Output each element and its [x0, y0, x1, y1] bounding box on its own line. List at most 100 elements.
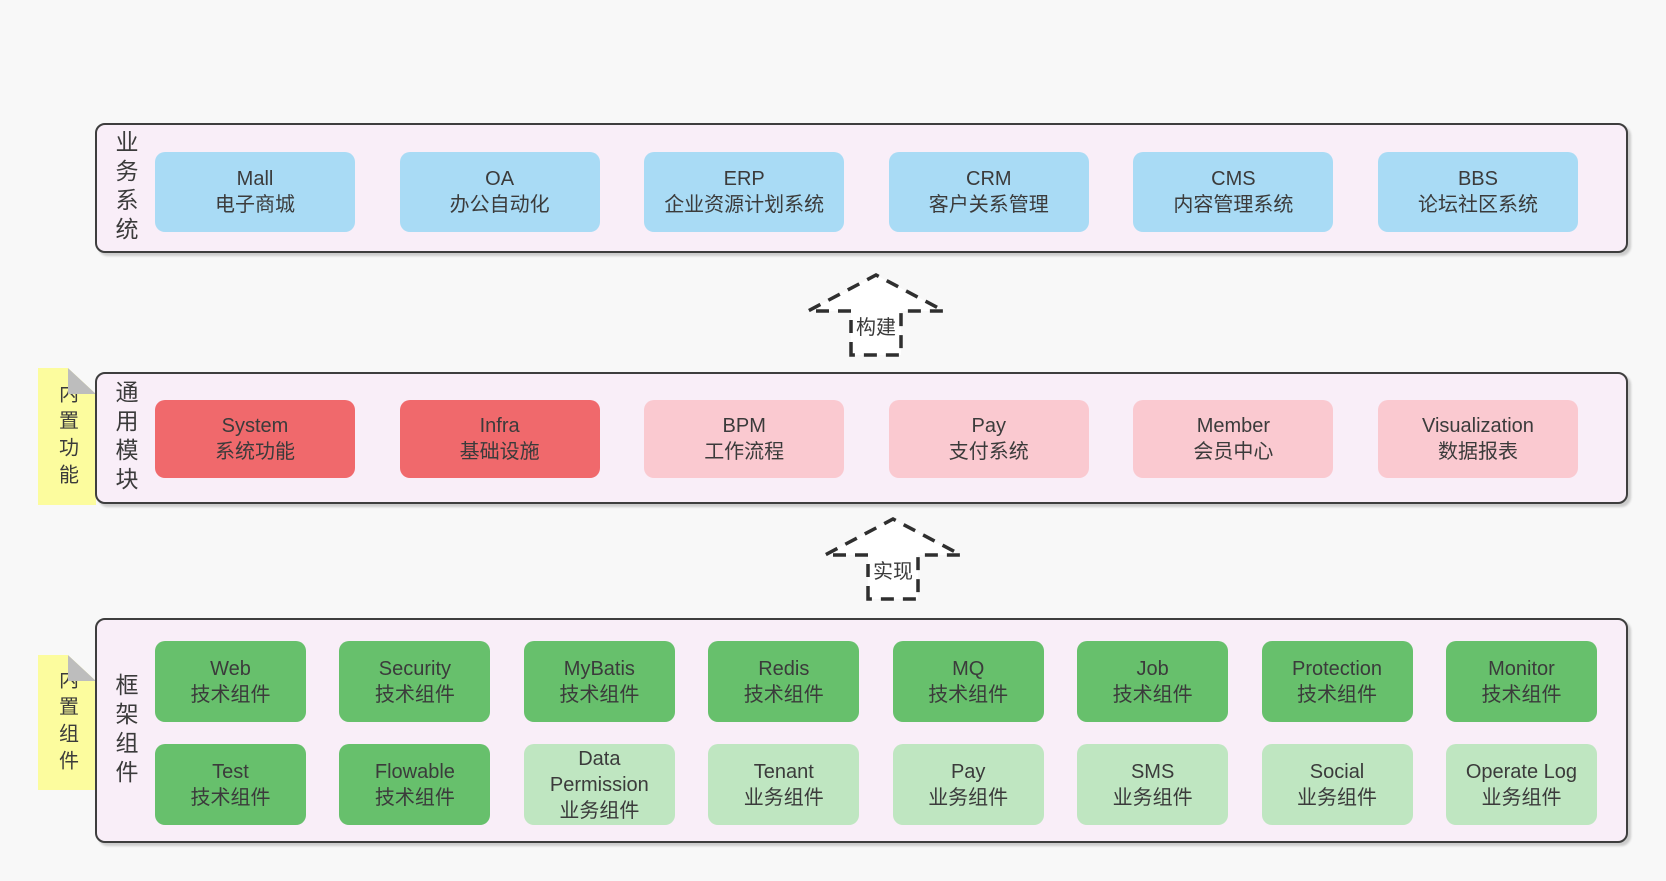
sticky-note-label: 内置功能 [55, 382, 78, 491]
box-desc: 业务组件 [743, 786, 824, 809]
box-crm: CRM 客户关系管理 [888, 152, 1089, 232]
box-mall: Mall 电子商城 [155, 152, 355, 232]
box-desc: 企业资源计划系统 [664, 194, 825, 216]
box-desc: 系统功能 [215, 441, 295, 463]
box-job: Job 技术组件 [1077, 641, 1229, 722]
box-pay-component: Pay 业务组件 [892, 744, 1044, 825]
box-name: Data Permission [549, 747, 649, 796]
box-desc: 技术组件 [374, 683, 455, 706]
arrow-implement: 实现 [823, 517, 963, 601]
box-data-permission: Data Permission 业务组件 [523, 744, 675, 825]
layer-common-modules: 通用模块 System 系统功能 Infra 基础设施 BPM 工作流程 Pay… [95, 372, 1628, 504]
box-pay-system: Pay 支付系统 [888, 400, 1089, 478]
arrow-build: 构建 [806, 273, 946, 357]
box-desc: 技术组件 [190, 786, 271, 809]
box-desc: 技术组件 [1112, 683, 1193, 706]
box-name: Operate Log [1465, 760, 1578, 783]
box-desc: 工作流程 [704, 441, 785, 463]
box-desc: 内容管理系统 [1173, 194, 1294, 216]
box-name: Flowable [374, 760, 455, 783]
box-desc: 技术组件 [190, 683, 271, 706]
box-flowable: Flowable 技术组件 [339, 744, 491, 825]
box-desc: 业务组件 [1481, 786, 1562, 809]
layer-framework-components: 框架组件 Web 技术组件 Security 技术组件 MyBatis 技术组件… [95, 618, 1628, 843]
box-name: BBS [1457, 168, 1498, 190]
layer-label-text: 业务系统 [112, 130, 138, 246]
box-redis: Redis 技术组件 [708, 641, 860, 722]
box-name: Social [1309, 760, 1365, 783]
box-desc: 技术组件 [928, 683, 1009, 706]
sticky-note-label: 内置组件 [55, 668, 78, 777]
box-desc: 会员中心 [1193, 441, 1274, 463]
box-name: Infra [479, 415, 520, 437]
box-name: System [221, 415, 289, 437]
arrow-implement-label: 实现 [870, 553, 916, 586]
box-bpm: BPM 工作流程 [644, 400, 845, 478]
box-desc: 技术组件 [743, 683, 824, 706]
box-bbs: BBS 论坛社区系统 [1377, 152, 1578, 232]
layer-label-text: 通用模块 [112, 380, 138, 496]
box-name: Job [1136, 657, 1169, 680]
box-desc: 电子商城 [215, 194, 295, 216]
box-desc: 技术组件 [559, 683, 640, 706]
box-sms: SMS 业务组件 [1077, 744, 1229, 825]
box-desc: 基础设施 [459, 441, 540, 463]
box-name: Protection [1292, 657, 1383, 680]
box-desc: 业务组件 [928, 786, 1009, 809]
box-name: Security [378, 657, 452, 680]
layer-label-business: 业务系统 [103, 125, 147, 251]
layer-label-modules: 通用模块 [103, 374, 147, 502]
sticky-note-builtin-features: 内置功能 [38, 368, 96, 505]
sticky-note-builtin-components: 内置组件 [38, 655, 96, 790]
box-tenant: Tenant 业务组件 [708, 744, 860, 825]
components-box-row-1: Web 技术组件 Security 技术组件 MyBatis 技术组件 Redi… [155, 641, 1597, 722]
box-name: Visualization [1422, 415, 1534, 437]
layer-label-components: 框架组件 [103, 620, 147, 841]
box-security: Security 技术组件 [339, 641, 491, 722]
box-name: CMS [1211, 168, 1256, 190]
box-name: Pay [971, 415, 1007, 437]
box-desc: 技术组件 [1297, 683, 1378, 706]
box-desc: 业务组件 [559, 799, 640, 822]
business-box-row: Mall 电子商城 OA 办公自动化 ERP 企业资源计划系统 CRM 客户关系… [155, 152, 1578, 232]
box-operate-log: Operate Log 业务组件 [1445, 744, 1597, 825]
box-desc: 办公自动化 [449, 194, 550, 216]
box-name: Tenant [753, 760, 814, 783]
box-cms: CMS 内容管理系统 [1133, 152, 1334, 232]
components-box-row-2: Test 技术组件 Flowable 技术组件 Data Permission … [155, 744, 1597, 825]
box-desc: 数据报表 [1437, 441, 1518, 463]
box-name: Member [1196, 415, 1271, 437]
box-name: SMS [1130, 760, 1175, 783]
box-erp: ERP 企业资源计划系统 [644, 152, 845, 232]
box-visualization: Visualization 数据报表 [1377, 400, 1578, 478]
box-desc: 技术组件 [374, 786, 455, 809]
box-name: Mall [236, 168, 274, 190]
arrow-build-label: 构建 [853, 309, 899, 342]
box-desc: 业务组件 [1112, 786, 1193, 809]
box-desc: 客户关系管理 [928, 194, 1049, 216]
box-name: Monitor [1488, 657, 1555, 680]
layer-label-text: 框架组件 [112, 672, 138, 789]
box-name: OA [485, 168, 515, 190]
box-oa: OA 办公自动化 [399, 152, 600, 232]
modules-box-row: System 系统功能 Infra 基础设施 BPM 工作流程 Pay 支付系统… [155, 400, 1578, 478]
box-infra: Infra 基础设施 [399, 400, 600, 478]
box-name: MyBatis [563, 657, 635, 680]
box-name: Test [212, 760, 249, 783]
box-mq: MQ 技术组件 [892, 641, 1044, 722]
box-member: Member 会员中心 [1133, 400, 1334, 478]
box-desc: 业务组件 [1297, 786, 1378, 809]
box-desc: 论坛社区系统 [1417, 194, 1538, 216]
box-name: Web [210, 657, 251, 680]
box-name: Redis [758, 657, 810, 680]
box-name: CRM [966, 168, 1012, 190]
box-name: Pay [950, 760, 986, 783]
box-system: System 系统功能 [155, 400, 355, 478]
box-name: BPM [722, 415, 766, 437]
box-desc: 支付系统 [948, 441, 1029, 463]
box-monitor: Monitor 技术组件 [1445, 641, 1597, 722]
box-social: Social 业务组件 [1261, 744, 1413, 825]
layer-business-systems: 业务系统 Mall 电子商城 OA 办公自动化 ERP 企业资源计划系统 CRM… [95, 123, 1628, 253]
box-desc: 技术组件 [1481, 683, 1562, 706]
